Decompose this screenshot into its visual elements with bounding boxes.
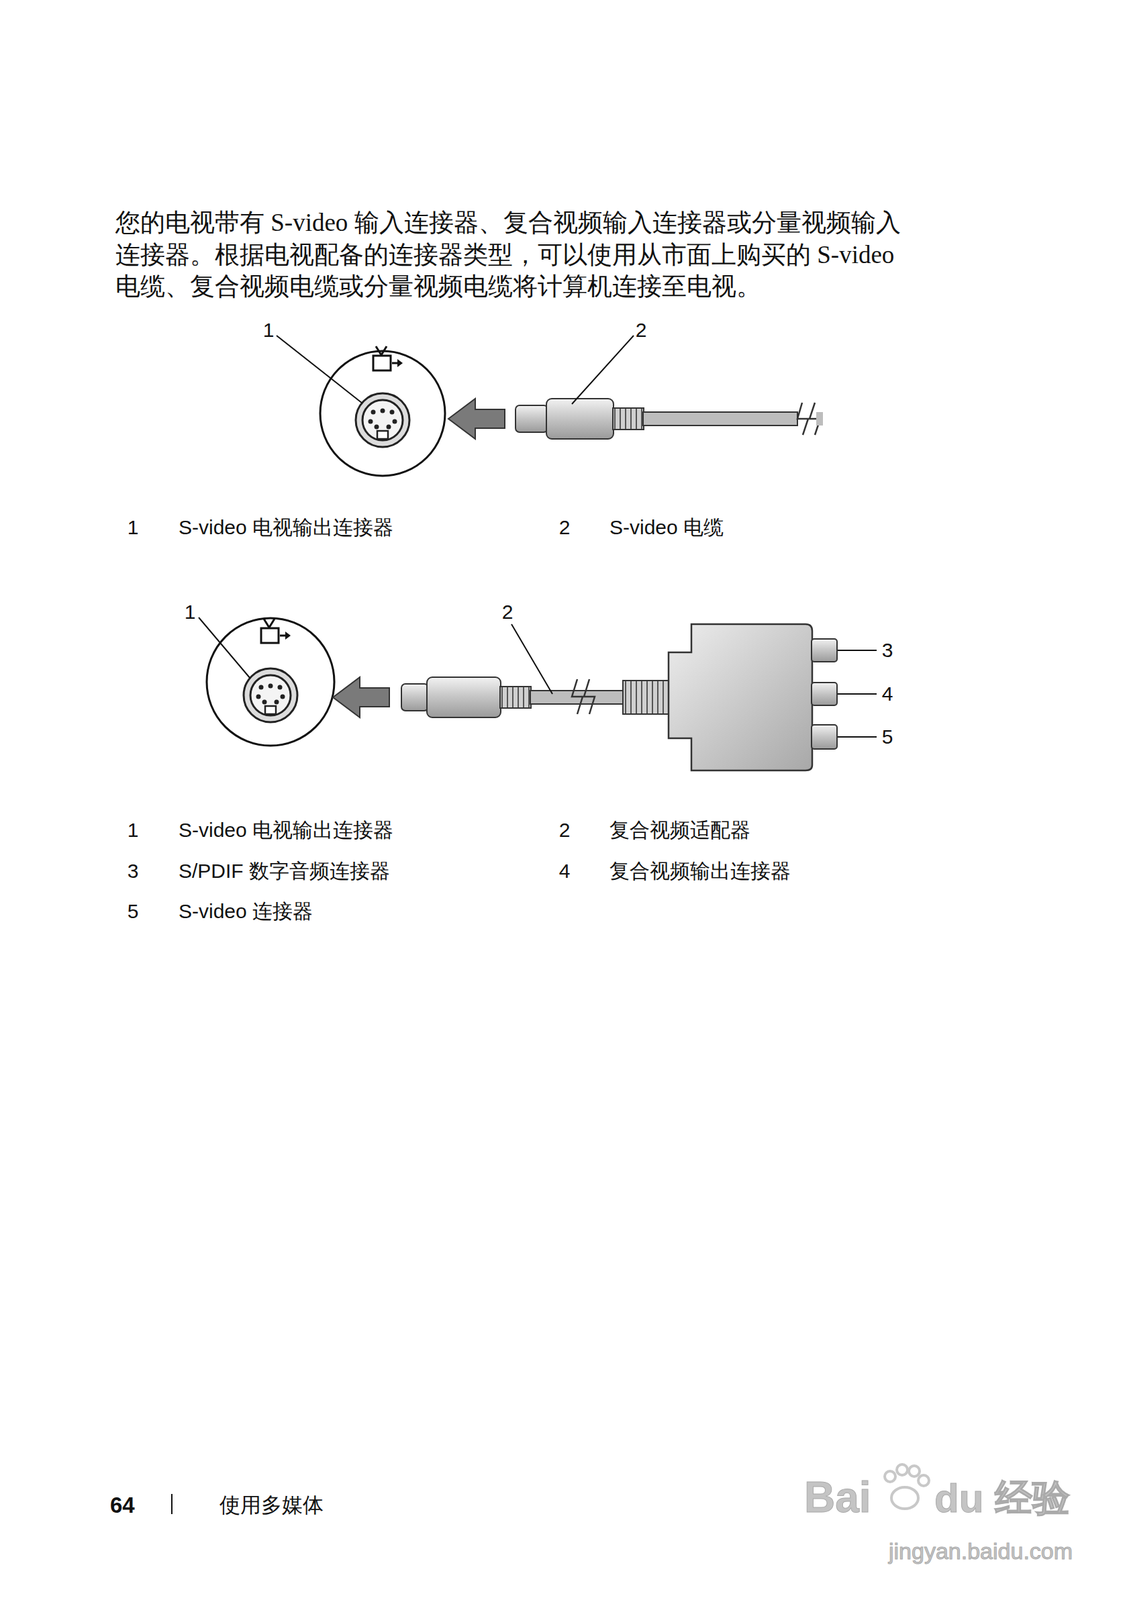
legend-number: 4 [559, 859, 571, 884]
legend-text: S/PDIF 数字音频连接器 [178, 859, 390, 884]
legend-number: 3 [127, 859, 139, 884]
watermark: jingyan.baidu.com [888, 1538, 1073, 1565]
footer-text: 使用多媒体 [219, 1493, 324, 1518]
callout-number: 5 [882, 725, 894, 750]
legend-text: S-video 连接器 [178, 900, 313, 924]
legend-number: 2 [559, 516, 571, 540]
body-text: 连接器。根据电视配备的连接器类型，可以使用从市面上购买的 S-video [115, 240, 895, 270]
watermark: Bai [804, 1473, 872, 1524]
callout-number: 4 [882, 682, 894, 707]
callout-number: 1 [184, 600, 197, 625]
legend-number: 1 [127, 516, 139, 540]
legend-number: 1 [127, 818, 139, 843]
legend-text: S-video 电视输出连接器 [178, 818, 394, 843]
legend-text: S-video 电视输出连接器 [178, 516, 394, 540]
watermark: 经验 [994, 1476, 1070, 1520]
body-text: 您的电视带有 S-video 输入连接器、复合视频输入连接器或分量视频输入 [115, 208, 901, 238]
page-number: 64 [110, 1492, 135, 1519]
watermark: du [934, 1475, 984, 1522]
callout-number: 2 [502, 600, 514, 625]
legend-text: S-video 电缆 [609, 516, 724, 540]
callout-number: 1 [263, 318, 275, 343]
body-text: 电缆、复合视频电缆或分量视频电缆将计算机连接至电视。 [115, 272, 762, 302]
callout-number: 2 [635, 318, 648, 343]
legend-number: 5 [127, 900, 139, 924]
legend-number: 2 [559, 818, 571, 843]
legend-text: 复合视频适配器 [609, 818, 751, 843]
legend-text: 复合视频输出连接器 [609, 859, 791, 884]
callout-number: 3 [882, 639, 894, 663]
